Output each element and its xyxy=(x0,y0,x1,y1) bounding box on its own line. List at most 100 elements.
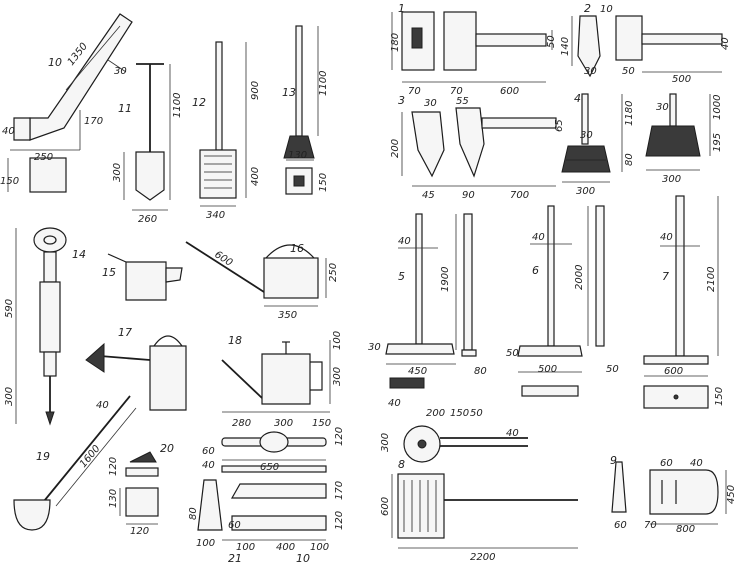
tool-17-sprinkler-can xyxy=(85,335,187,411)
dim-1180: 1180 xyxy=(624,101,635,126)
label-15: 15 xyxy=(102,266,116,279)
tool-4-brushes xyxy=(561,93,711,183)
dim-300d: 300 xyxy=(274,418,293,429)
dim-1000: 1000 xyxy=(712,95,723,120)
dim-300e: 300 xyxy=(576,186,595,197)
dim-200a: 200 xyxy=(390,139,401,158)
dim-130: 130 xyxy=(108,489,119,508)
label-14: 14 xyxy=(72,248,86,261)
label-9: 9 xyxy=(610,454,617,467)
dim-590: 590 xyxy=(4,299,15,318)
dim-400b: 400 xyxy=(276,542,295,553)
dim-2000: 2000 xyxy=(574,265,585,290)
dim-50e: 50 xyxy=(470,408,483,419)
dim-1100: 1100 xyxy=(172,93,183,118)
label-5: 5 xyxy=(398,270,405,283)
dim-60b: 60 xyxy=(228,520,241,531)
dim-300: 300 xyxy=(112,163,123,182)
dim-300g: 300 xyxy=(380,433,391,452)
dim-1100b: 1100 xyxy=(318,71,329,96)
dim-800: 800 xyxy=(676,524,695,535)
label-21: 21 xyxy=(228,552,242,565)
dim-200b: 200 xyxy=(426,408,445,419)
dim-150b: 150 xyxy=(318,173,329,192)
label-13: 13 xyxy=(282,86,296,99)
dim-40d: 40 xyxy=(720,37,731,50)
tool-9-spike xyxy=(611,461,727,525)
tool-13-broom xyxy=(283,25,319,195)
label-19: 19 xyxy=(36,450,50,463)
dim-170: 170 xyxy=(84,116,103,127)
label-7: 7 xyxy=(662,270,669,283)
tool-16-watering-can xyxy=(185,241,327,307)
dim-300c: 300 xyxy=(332,367,343,386)
tool-11-spade xyxy=(123,63,171,211)
dim-900: 900 xyxy=(250,81,261,100)
dim-300b: 300 xyxy=(4,387,15,406)
dim-50b: 50 xyxy=(622,66,635,77)
dim-80: 80 xyxy=(188,507,199,520)
dim-55: 55 xyxy=(456,96,469,107)
dim-250b: 250 xyxy=(328,263,339,282)
dim-110: 120 xyxy=(108,457,119,476)
label-4: 4 xyxy=(574,92,581,105)
dim-150d: 150 xyxy=(714,387,725,406)
dim-350: 350 xyxy=(278,310,297,321)
dim-80b: 80 xyxy=(624,153,635,166)
label-1: 1 xyxy=(398,2,405,15)
dim-180: 120 xyxy=(130,526,149,537)
label-12: 12 xyxy=(192,96,206,109)
dim-50c: 50 xyxy=(506,348,519,359)
tool-10-scoop xyxy=(7,13,133,193)
dim-1600: 1600 xyxy=(78,443,103,470)
dim-60d: 60 xyxy=(614,520,627,531)
label-16: 16 xyxy=(290,242,304,255)
dim-40c: 40 xyxy=(202,460,215,471)
dim-40j: 40 xyxy=(690,458,703,469)
dim-40e: 40 xyxy=(398,236,411,247)
label-10: 10 xyxy=(48,56,62,69)
dim-65: 65 xyxy=(554,119,565,132)
dim-150c: 150 xyxy=(312,418,331,429)
dim-30: 30 xyxy=(114,66,127,77)
dim-170b: 170 xyxy=(334,481,345,500)
dim-70a: 70 xyxy=(408,86,421,97)
dim-120c: 120 xyxy=(334,511,345,530)
dim-140: 140 xyxy=(560,37,571,56)
tool-5-rake xyxy=(385,213,477,389)
dim-120: 120 xyxy=(334,427,345,446)
label-20: 20 xyxy=(160,442,174,455)
tool-12-flat-shovel xyxy=(199,41,247,207)
dim-500: 500 xyxy=(672,74,691,85)
dim-80c: 80 xyxy=(474,366,487,377)
dim-40f: 40 xyxy=(532,232,545,243)
dim-70b: 70 xyxy=(450,86,463,97)
dim-2100: 2100 xyxy=(706,267,717,292)
dim-90: 90 xyxy=(462,190,475,201)
label-6: 6 xyxy=(532,264,539,277)
tool-20-block xyxy=(119,451,159,525)
dim-2200: 2200 xyxy=(470,552,495,563)
dim-100d: 100 xyxy=(310,542,329,553)
dim-10b: 10 xyxy=(600,4,613,15)
dim-300f: 300 xyxy=(662,174,681,185)
label-18: 18 xyxy=(228,334,242,347)
dim-60: 60 xyxy=(202,446,215,457)
dim-280: 280 xyxy=(232,418,251,429)
dim-60c: 60 xyxy=(660,458,673,469)
tool-1-sledgehammer xyxy=(391,11,553,83)
dim-30c: 30 xyxy=(424,98,437,109)
dim-30f: 30 xyxy=(368,342,381,353)
tool-8-roller xyxy=(391,425,578,549)
dim-450b: 450 xyxy=(726,485,736,504)
dim-1900: 1900 xyxy=(440,267,451,292)
dim-700: 700 xyxy=(510,190,529,201)
dim-180: 180 xyxy=(390,33,401,52)
dim-400: 400 xyxy=(250,167,261,186)
dim-40: 40 xyxy=(2,126,15,137)
tool-7-scraper xyxy=(643,195,719,409)
dim-450a: 450 xyxy=(408,366,427,377)
dim-150e: 150 xyxy=(450,408,469,419)
dim-195: 195 xyxy=(712,133,723,152)
